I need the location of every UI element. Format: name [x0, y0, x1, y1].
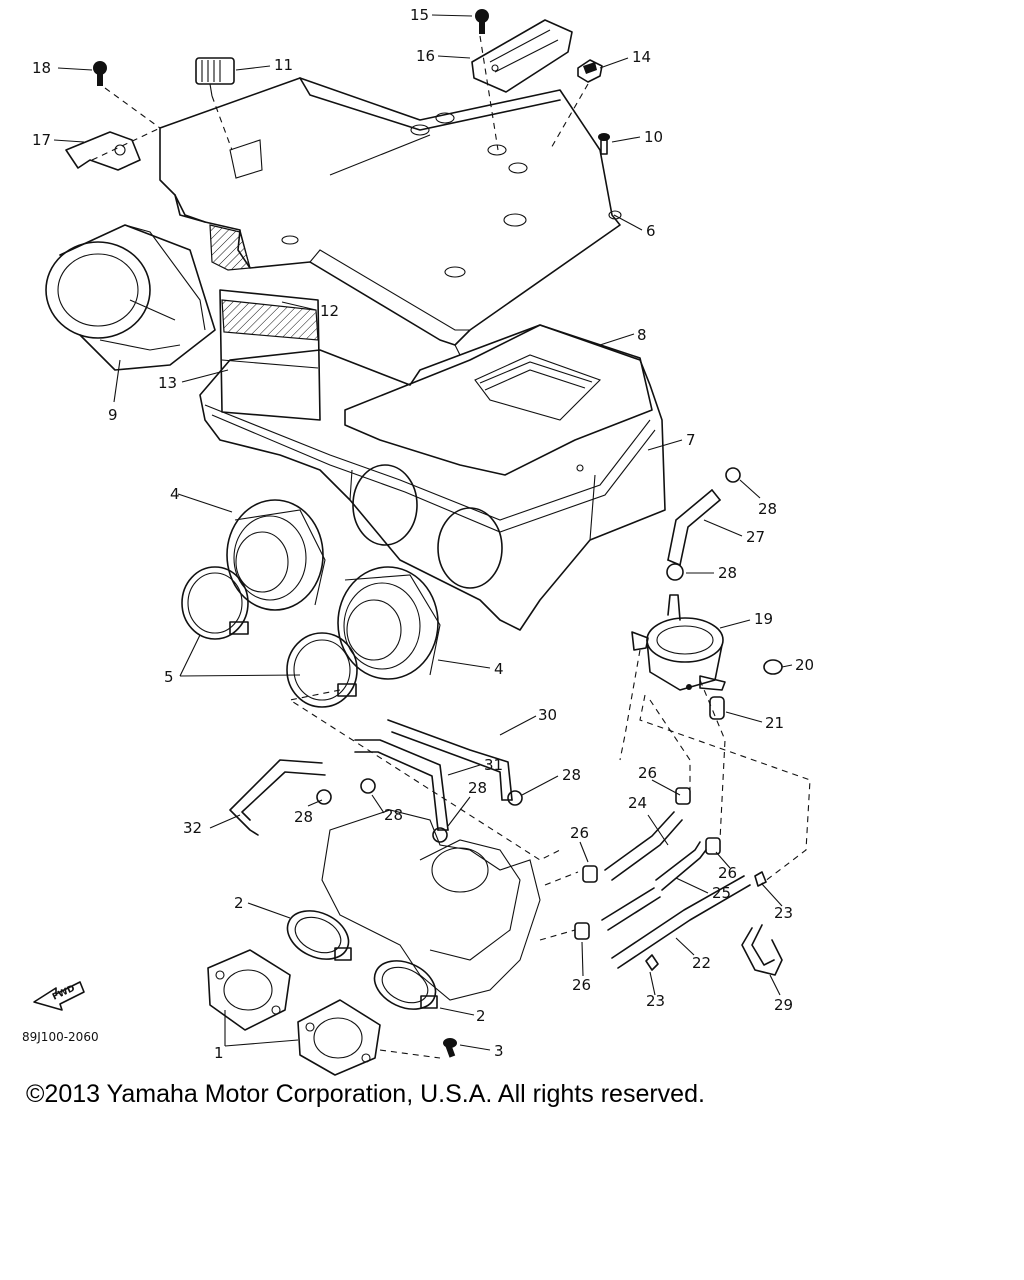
hose-clamp	[181, 566, 249, 640]
fuel-hose	[601, 887, 661, 931]
leader-lines	[53, 14, 793, 1051]
carburetor-outline	[321, 809, 541, 1001]
hose-clip	[725, 467, 741, 483]
callout-7: 7	[686, 431, 696, 449]
clip	[577, 59, 603, 83]
callout-29: 29	[774, 996, 793, 1014]
hose-clip	[645, 954, 659, 971]
callout-4: 4	[170, 485, 180, 503]
clip	[741, 924, 783, 976]
hose-clip	[705, 837, 721, 855]
forward-arrow-icon: FWD	[33, 981, 85, 1011]
screw	[443, 1038, 457, 1058]
callout-5: 5	[164, 668, 174, 686]
callout-13: 13	[158, 374, 177, 392]
callout-28: 28	[294, 808, 313, 826]
carburetor-joint	[297, 999, 381, 1076]
rubber-damper	[763, 659, 783, 675]
callout-11: 11	[274, 56, 293, 74]
bracket	[65, 131, 141, 171]
connector	[195, 57, 235, 97]
callout-32: 32	[183, 819, 202, 837]
callout-26: 26	[572, 976, 591, 994]
spacer	[709, 696, 725, 720]
bolt	[93, 61, 107, 86]
copyright-notice: ©2013 Yamaha Motor Corporation, U.S.A. A…	[26, 1080, 705, 1108]
air-filter-cover	[344, 324, 653, 476]
callout-2: 2	[476, 1007, 486, 1025]
hose-clip	[360, 778, 376, 794]
intake-funnel	[45, 224, 216, 371]
callout-30: 30	[538, 706, 557, 724]
callout-23: 23	[646, 992, 665, 1010]
hose-clip	[666, 563, 684, 581]
callout-31: 31	[484, 756, 503, 774]
callout-27: 27	[746, 528, 765, 546]
callout-15: 15	[410, 6, 429, 24]
callout-18: 18	[32, 59, 51, 77]
air-filter-element	[209, 224, 321, 421]
callout-6: 6	[646, 222, 656, 240]
assembly-lines	[91, 35, 811, 1059]
screw	[598, 133, 610, 155]
exploded-parts-diagram: 15 16 14 10 6 8 7 11 18 17 12 13 9 4 4 5…	[22, 6, 814, 1076]
hose	[229, 759, 326, 836]
callout-14: 14	[632, 48, 651, 66]
callout-22: 22	[692, 954, 711, 972]
callout-8: 8	[637, 326, 647, 344]
hose-clip	[675, 787, 691, 805]
hose-clip	[582, 865, 598, 883]
callout-23: 23	[774, 904, 793, 922]
callout-16: 16	[416, 47, 435, 65]
fwd-label: FWD	[51, 984, 77, 1003]
callout-24: 24	[628, 794, 647, 812]
callout-2: 2	[234, 894, 244, 912]
callout-28: 28	[718, 564, 737, 582]
hose-clip	[432, 827, 448, 843]
hose	[354, 739, 449, 831]
callout-28: 28	[384, 806, 403, 824]
callout-12: 12	[320, 302, 339, 320]
callout-20: 20	[795, 656, 814, 674]
fuel-hose	[604, 811, 683, 881]
fuel-hose	[655, 841, 707, 891]
callout-19: 19	[754, 610, 773, 628]
drawing-code: 89J100-2060	[22, 1030, 99, 1044]
callout-28: 28	[562, 766, 581, 784]
callout-9: 9	[108, 406, 118, 424]
hose-clip	[754, 871, 767, 887]
intake-joint	[226, 499, 326, 611]
callout-25: 25	[712, 884, 731, 902]
hose-clip	[507, 790, 523, 806]
cover-plate	[471, 19, 573, 93]
carburetor-joint	[207, 949, 291, 1031]
hose	[667, 489, 721, 566]
callout-17: 17	[32, 131, 51, 149]
screw	[475, 9, 489, 34]
callout-26: 26	[570, 824, 589, 842]
callout-3: 3	[494, 1042, 504, 1060]
intake-joint	[337, 566, 441, 680]
air-box-case	[199, 324, 666, 631]
fuel-hose	[611, 875, 751, 969]
hose-clip	[316, 789, 332, 805]
carburetor-clamp	[286, 910, 352, 961]
callout-28: 28	[468, 779, 487, 797]
callout-1: 1	[214, 1044, 224, 1062]
carburetor-clamp	[373, 960, 438, 1010]
callout-21: 21	[765, 714, 784, 732]
hose-clamp	[286, 632, 358, 708]
callout-4: 4	[494, 660, 504, 678]
fuel-pump	[631, 594, 726, 691]
callout-26: 26	[638, 764, 657, 782]
callout-26: 26	[718, 864, 737, 882]
hose-clip	[574, 922, 590, 940]
callout-28: 28	[758, 500, 777, 518]
callout-labels: 15 16 14 10 6 8 7 11 18 17 12 13 9 4 4 5…	[32, 6, 814, 1062]
callout-10: 10	[644, 128, 663, 146]
hose	[387, 719, 513, 801]
air-box-cover	[159, 77, 622, 356]
